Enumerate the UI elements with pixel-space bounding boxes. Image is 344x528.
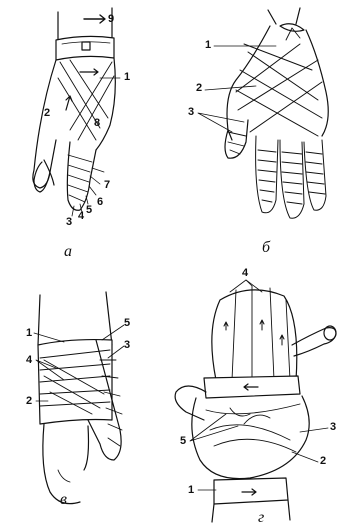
- caption-b: б: [262, 240, 270, 256]
- label-a-1: 1: [124, 72, 130, 83]
- label-c-4: 4: [26, 355, 32, 366]
- label-d-5: 5: [180, 436, 186, 447]
- label-a-4: 4: [78, 211, 84, 222]
- label-b-3: 3: [188, 107, 194, 118]
- label-d-1: 1: [188, 485, 194, 496]
- label-d-3: 3: [330, 422, 336, 433]
- caption-c: в: [60, 492, 67, 508]
- label-a-9: 9: [108, 14, 114, 25]
- label-a-5: 5: [86, 205, 92, 216]
- label-c-5: 5: [124, 318, 130, 329]
- label-c-1: 1: [26, 328, 32, 339]
- figure-c-wrist-icon: [38, 292, 122, 504]
- label-a-8: 8: [94, 118, 100, 129]
- caption-d: г: [258, 510, 264, 526]
- figure-d-hand-icon: [175, 286, 336, 522]
- label-a-2: 2: [44, 108, 50, 119]
- label-d-2: 2: [320, 456, 326, 467]
- caption-a: а: [64, 244, 72, 260]
- label-b-1: 1: [205, 40, 211, 51]
- label-c-3: 3: [124, 340, 130, 351]
- label-a-7: 7: [104, 180, 110, 191]
- label-a-6: 6: [97, 197, 103, 208]
- figure-b-hand-icon: [225, 8, 328, 218]
- label-b-2: 2: [196, 83, 202, 94]
- label-a-3: 3: [66, 217, 72, 228]
- label-d-4: 4: [242, 268, 248, 279]
- label-c-2: 2: [26, 396, 32, 407]
